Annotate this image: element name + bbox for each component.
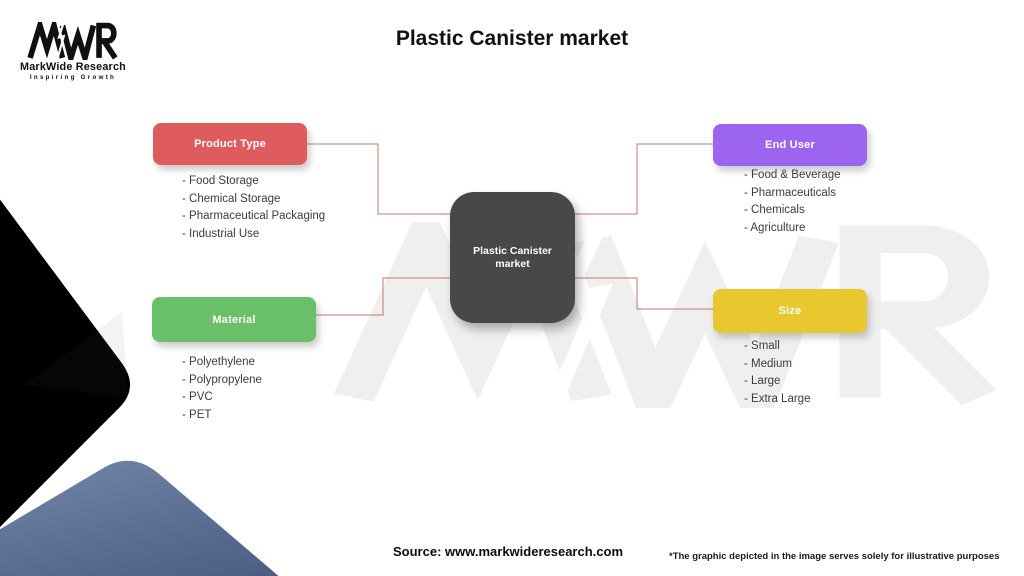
watermark-w-glyph (571, 235, 839, 408)
list-item: - Food & Beverage (744, 169, 841, 181)
connector-size (572, 277, 713, 310)
list-item: - Medium (744, 357, 792, 370)
list-item: - Industrial Use (182, 227, 260, 240)
node-material: Material (152, 297, 316, 342)
node-end-user: End User (713, 124, 867, 166)
node-product-type: Product Type (153, 123, 307, 165)
logo-tagline: Inspiring Growth (29, 74, 117, 81)
connector-material (316, 277, 452, 316)
list-item: - Polypropylene (182, 373, 262, 386)
logo-bolt-glyph (56, 22, 66, 59)
logo-name: MarkWide Research (20, 61, 126, 73)
logo-m-glyph (27, 22, 66, 59)
list-item: - PVC (182, 391, 213, 404)
markwide-logo: MarkWide Research Inspiring Growth (20, 22, 126, 81)
mwr-logo-glyphs (27, 22, 118, 60)
end-user-items: - Food & Beverage - Pharmaceuticals - Ch… (744, 167, 841, 237)
center-node-label: Plastic Canister market (473, 244, 552, 270)
light-diamond-shape (0, 199, 130, 527)
list-item: - Large (744, 375, 781, 388)
node-size: Size (713, 289, 867, 333)
dark-diamond-shape (0, 460, 279, 576)
watermark-r-leg-glyph (879, 307, 997, 406)
logo-w-glyph (59, 24, 97, 60)
light-diamond-inner-shade (25, 312, 128, 398)
disclaimer-text: *The graphic depicted in the image serve… (669, 551, 1000, 562)
logo-r-bowl-glyph (96, 22, 117, 58)
node-size-label: Size (778, 305, 802, 317)
size-items: - Small - Medium - Large - Extra Large (744, 338, 810, 408)
node-product-type-label: Product Type (194, 138, 266, 150)
list-item: - Polyethylene (182, 356, 255, 368)
list-item: - Small (744, 340, 780, 352)
list-item: - Chemicals (744, 204, 805, 217)
list-item: - Food Storage (182, 175, 259, 187)
page-title: Plastic Canister market (395, 27, 629, 50)
mwr-logo-icon (27, 22, 118, 60)
list-item: - Pharmaceuticals (744, 186, 837, 199)
list-item: - Agriculture (744, 221, 806, 234)
node-end-user-label: End User (765, 139, 815, 151)
list-item: - Extra Large (744, 392, 811, 405)
list-item: - Chemical Storage (182, 192, 281, 205)
logo-r-leg-glyph (101, 39, 118, 60)
connector-end-user (572, 143, 713, 215)
watermark-r-bowl-glyph (839, 225, 990, 398)
material-items: - Polyethylene - Polypropylene - PVC - P… (182, 354, 262, 424)
product-type-items: - Food Storage - Chemical Storage - Phar… (182, 173, 325, 243)
connector-product-type (307, 143, 452, 215)
list-item: - PET (182, 408, 212, 421)
center-node: Plastic Canister market (450, 192, 575, 323)
connector-group (307, 143, 713, 316)
source-text: Source: www.markwideresearch.com (393, 544, 624, 559)
list-item: - Pharmaceutical Packaging (182, 210, 326, 223)
watermark-bolt-glyph (547, 222, 614, 403)
node-material-label: Material (212, 313, 256, 326)
